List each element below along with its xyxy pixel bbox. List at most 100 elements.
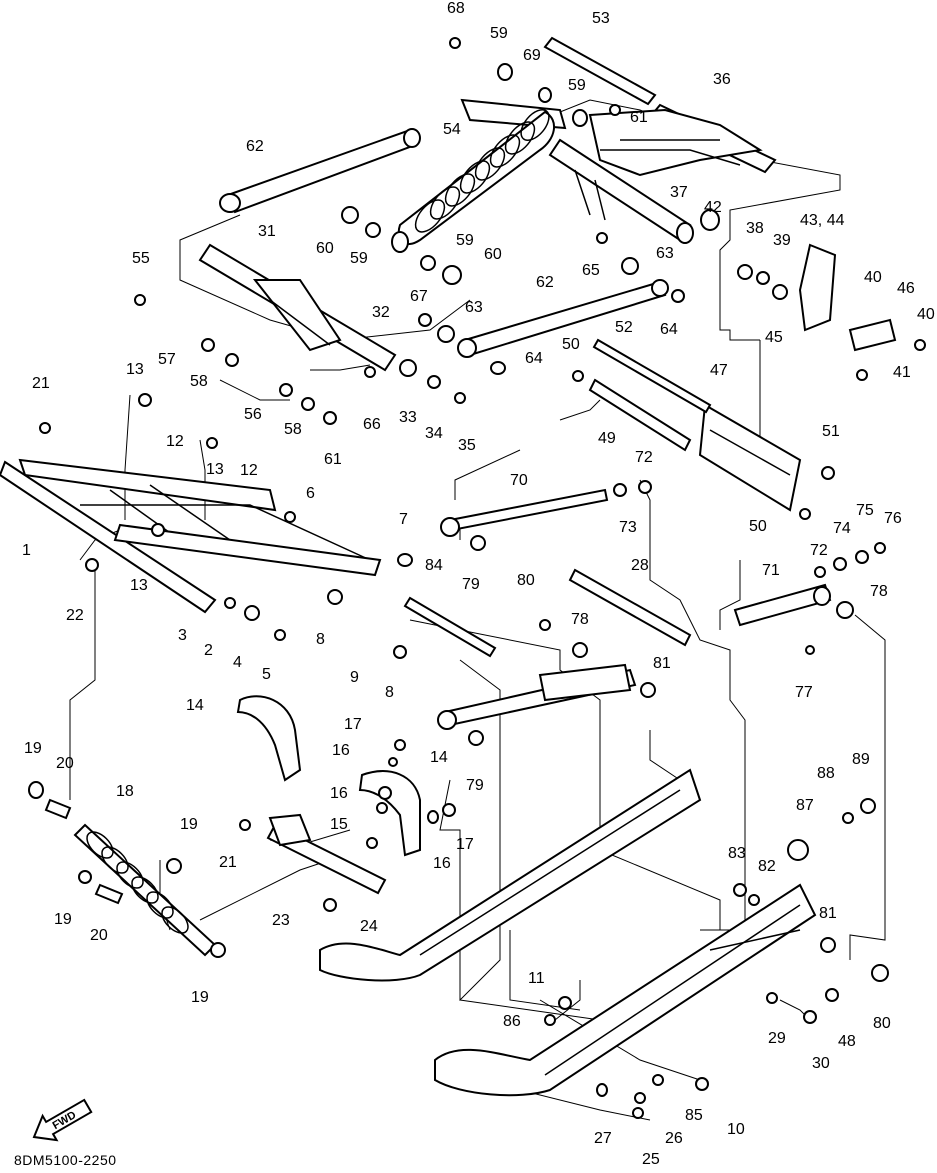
callout-40: 40 (864, 269, 882, 286)
callout-88: 88 (817, 765, 835, 782)
callout-51: 51 (822, 423, 840, 440)
bracket-14-left (236, 695, 302, 782)
callout-81: 81 (819, 905, 837, 922)
catalog-code: 8DM5100-2250 (14, 1152, 117, 1168)
callout-29: 29 (768, 1030, 786, 1047)
callout-25: 25 (642, 1151, 660, 1168)
callout-16: 16 (330, 785, 348, 802)
callout-8: 8 (316, 631, 325, 648)
callout-38: 38 (746, 220, 764, 237)
fwd-arrow-icon: FWD (32, 1098, 93, 1142)
callout-12: 12 (166, 433, 184, 450)
callout-20: 20 (56, 755, 74, 772)
callout-10: 10 (727, 1121, 745, 1138)
callout-6: 6 (306, 485, 315, 502)
callout-58: 58 (284, 421, 302, 438)
callout-85: 85 (685, 1107, 703, 1124)
callout-69: 69 (523, 47, 541, 64)
shaft-37 (548, 138, 694, 244)
shock-18 (73, 823, 217, 957)
callout-3: 3 (178, 627, 187, 644)
callout-64: 64 (525, 350, 543, 367)
callout-24: 24 (360, 918, 378, 935)
callout-63: 63 (656, 245, 674, 262)
callout-7: 7 (399, 511, 408, 528)
rod-70 (440, 488, 609, 537)
callout-53: 53 (592, 10, 610, 27)
callout-87: 87 (796, 797, 814, 814)
front-frame-1 (0, 458, 382, 614)
bracket-47 (698, 403, 802, 512)
callout-20: 20 (90, 927, 108, 944)
callout-61: 61 (324, 451, 342, 468)
callout-16: 16 (433, 855, 451, 872)
rod-53 (543, 36, 657, 106)
callout-22: 22 (66, 607, 84, 624)
callout-77: 77 (795, 684, 813, 701)
callout-65: 65 (582, 262, 600, 279)
callout-21: 21 (32, 375, 50, 392)
callout-13: 13 (126, 361, 144, 378)
callout-40: 40 (917, 306, 935, 323)
callout-4: 4 (233, 654, 242, 671)
callout-62: 62 (246, 138, 264, 155)
callout-14: 14 (430, 749, 448, 766)
callout-58: 58 (190, 373, 208, 390)
callout-59: 59 (490, 25, 508, 42)
callout-86: 86 (503, 1013, 521, 1030)
front-arm-31 (198, 243, 397, 372)
callout-23: 23 (272, 912, 290, 929)
callout-31: 31 (258, 223, 276, 240)
callout-59: 59 (350, 250, 368, 267)
callout-61: 61 (630, 109, 648, 126)
callout-50: 50 (562, 336, 580, 353)
callout-labels: 68 53 59 69 36 59 61 62 54 37 42 43, 44 … (22, 0, 935, 1168)
callout-79: 79 (466, 777, 484, 794)
callout-66: 66 (363, 416, 381, 433)
callout-68: 68 (447, 0, 465, 17)
callout-37: 37 (670, 184, 688, 201)
callout-12: 12 (240, 462, 258, 479)
callout-28: 28 (631, 557, 649, 574)
callout-17: 17 (344, 716, 362, 733)
callout-39: 39 (773, 232, 791, 249)
callout-36: 36 (713, 71, 731, 88)
callout-21: 21 (219, 854, 237, 871)
rod-28 (568, 568, 692, 647)
callout-35: 35 (458, 437, 476, 454)
callout-63: 63 (465, 299, 483, 316)
callout-83: 83 (728, 845, 746, 862)
callout-62: 62 (536, 274, 554, 291)
callout-1: 1 (22, 542, 31, 559)
callout-81: 81 (653, 655, 671, 672)
rod-49 (588, 378, 692, 452)
callout-47: 47 (710, 362, 728, 379)
callout-17: 17 (456, 836, 474, 853)
callout-89: 89 (852, 751, 870, 768)
callout-74: 74 (833, 520, 851, 537)
callout-80: 80 (517, 572, 535, 589)
callout-46: 46 (897, 280, 915, 297)
rod-84 (403, 596, 497, 658)
callout-52: 52 (615, 319, 633, 336)
callout-19: 19 (191, 989, 209, 1006)
callout-71: 71 (762, 562, 780, 579)
bolt-52 (592, 338, 712, 414)
callout-2: 2 (204, 642, 213, 659)
callout-64: 64 (660, 321, 678, 338)
callout-56: 56 (244, 406, 262, 423)
arm-71 (733, 583, 832, 627)
upper-arm-36 (588, 103, 777, 177)
callout-48: 48 (838, 1033, 856, 1050)
callout-80: 80 (873, 1015, 891, 1032)
callout-16: 16 (332, 742, 350, 759)
callout-82: 82 (758, 858, 776, 875)
callout-60: 60 (484, 246, 502, 263)
callout-54: 54 (443, 121, 461, 138)
callout-43-44: 43, 44 (800, 212, 845, 229)
slide-rail-left (319, 768, 702, 982)
callout-67: 67 (410, 288, 428, 305)
callout-60: 60 (316, 240, 334, 257)
callout-50: 50 (749, 518, 767, 535)
callout-59: 59 (568, 77, 586, 94)
